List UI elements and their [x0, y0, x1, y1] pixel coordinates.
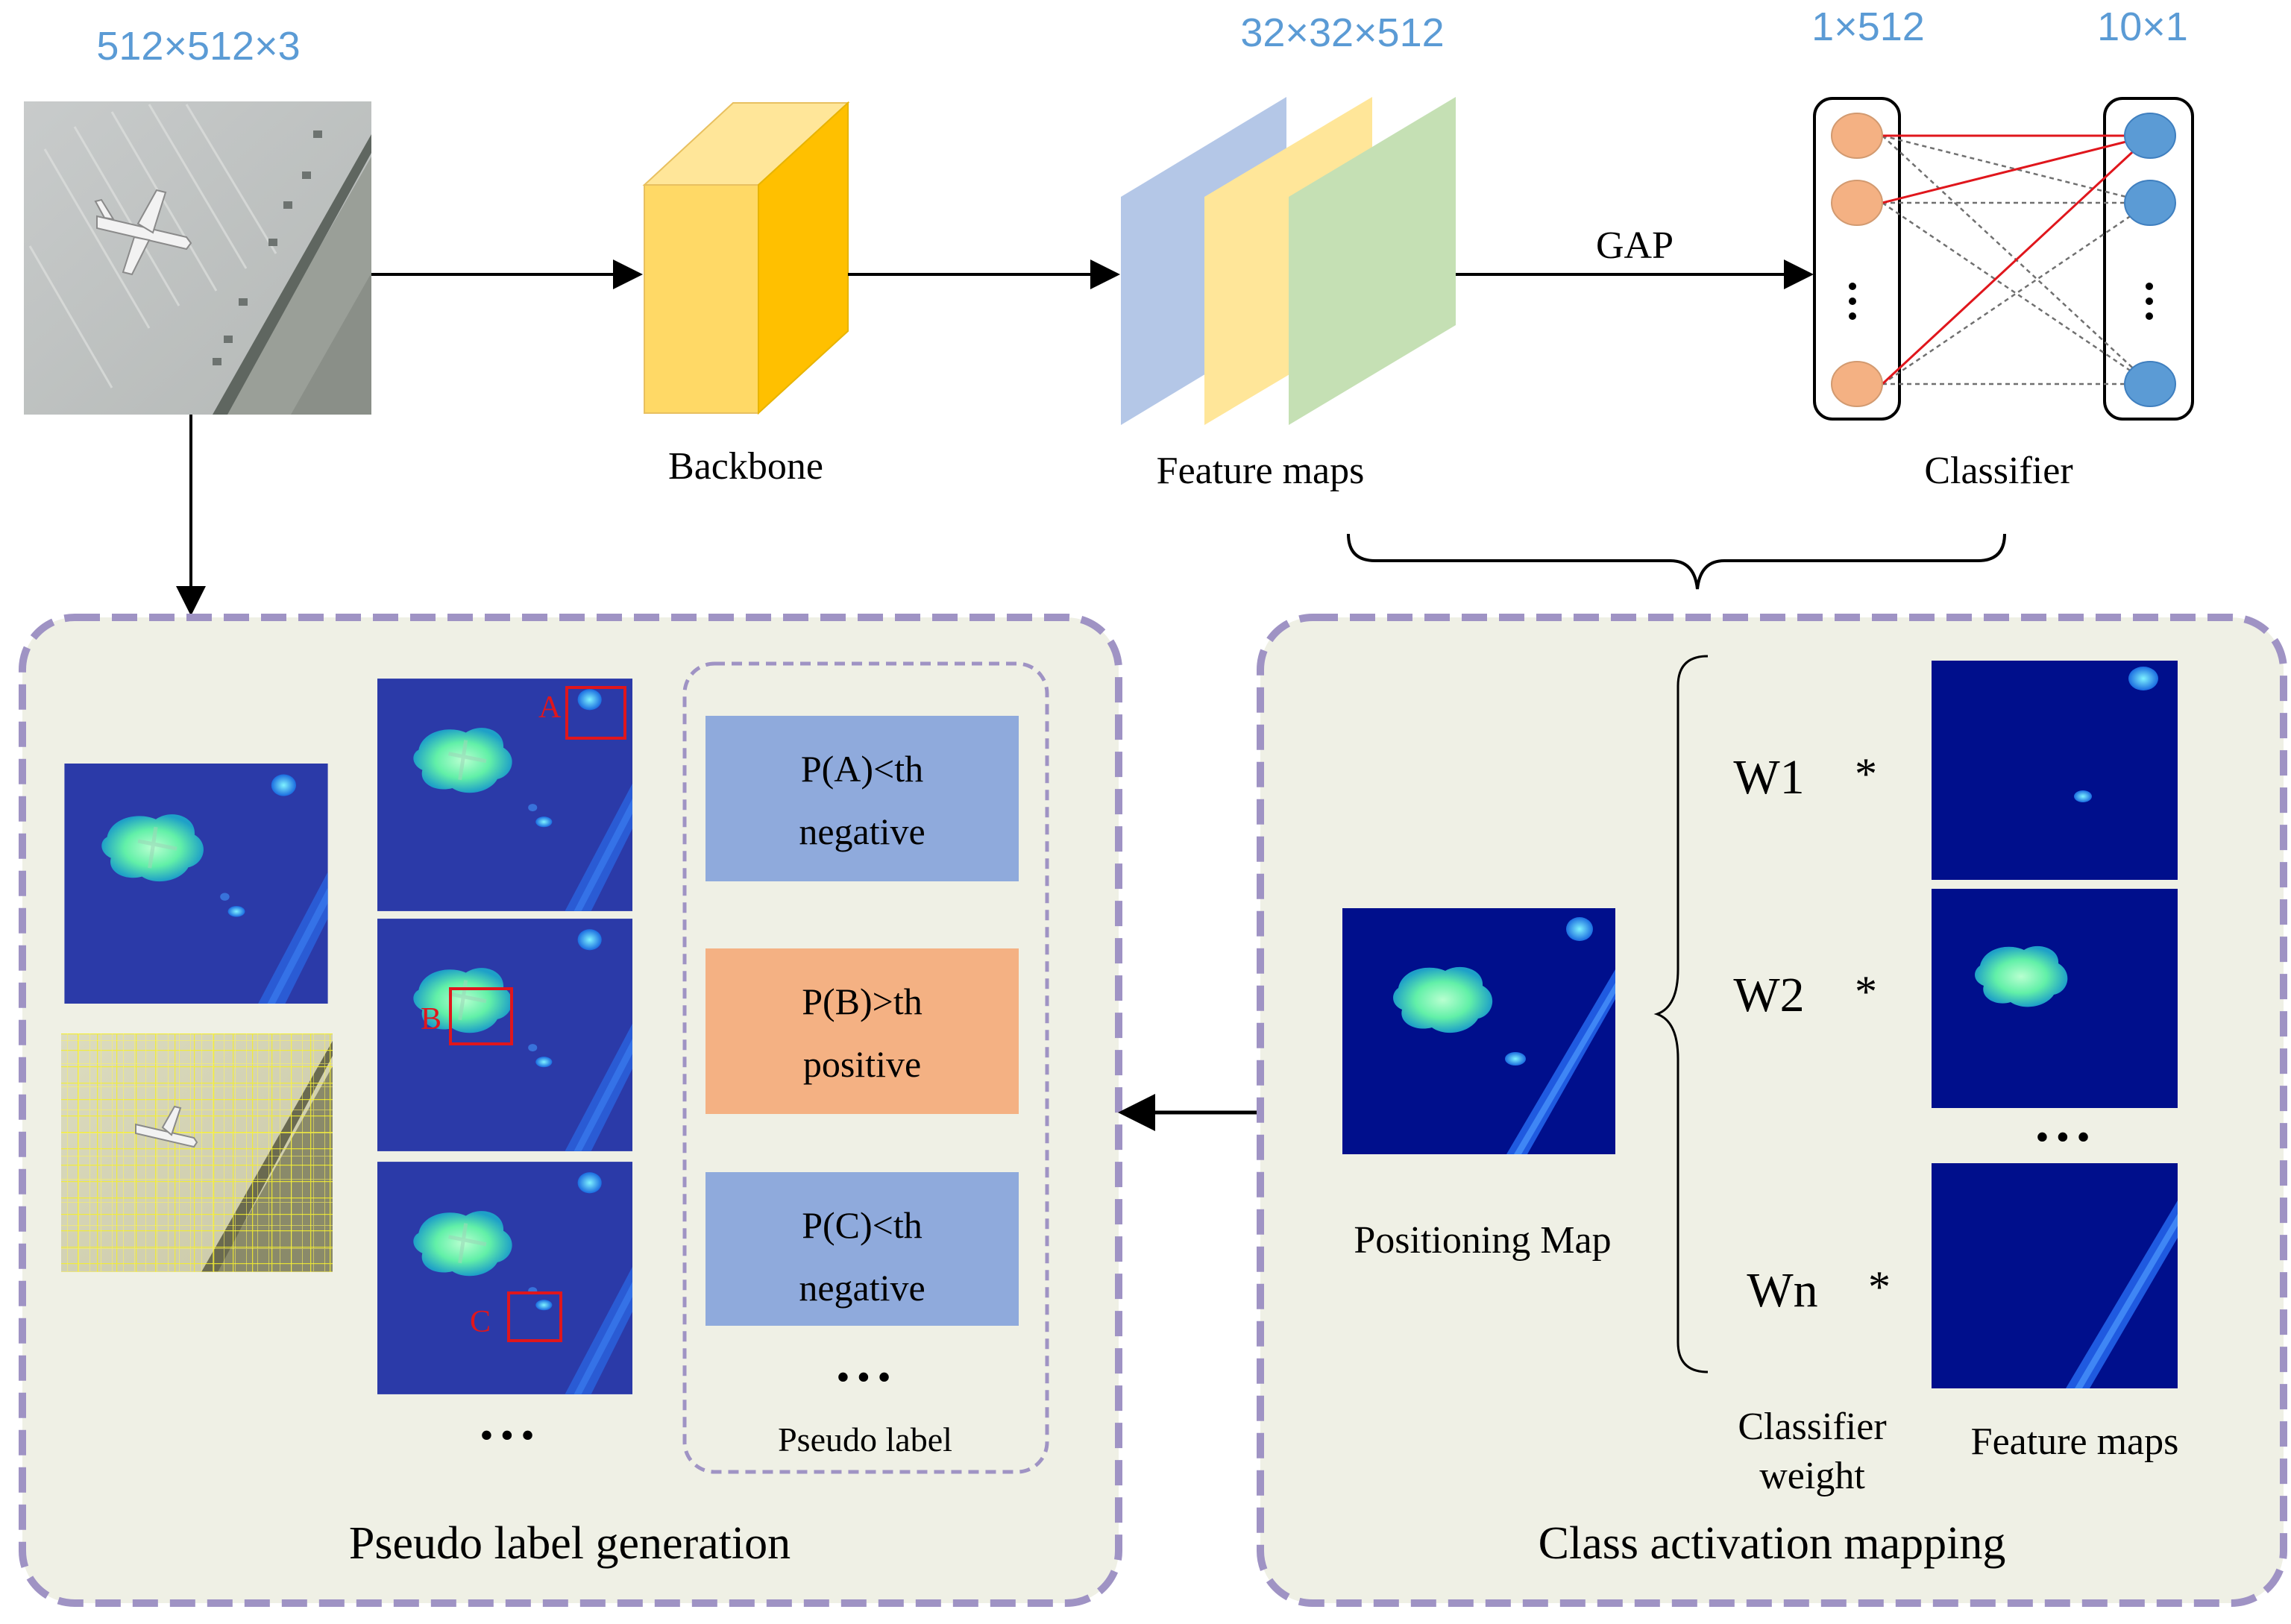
grouping-brace — [1347, 533, 2006, 590]
class-dimension-label: 10×1 — [2097, 4, 2188, 49]
box-c-label: C — [470, 1305, 491, 1339]
candidate-heatmap-b: B — [377, 919, 632, 1151]
positioning-map — [1342, 908, 1615, 1154]
class-node — [2124, 113, 2176, 159]
pseudo-panel-title: Pseudo label generation — [349, 1518, 791, 1569]
classifier-weight-label-line2: weight — [1759, 1455, 1865, 1497]
pseudo-label-condition: P(B)>th — [802, 981, 923, 1022]
weight-row: Wn * — [1747, 1262, 1891, 1318]
cam-feature-maps-label: Feature maps — [1971, 1420, 2179, 1463]
box-a — [565, 686, 626, 740]
weight-rows: W1 * W2 * Wn * — [1733, 749, 1891, 1318]
feature-map-2 — [1932, 889, 2178, 1108]
input-dimension-label: 512×512×3 — [96, 24, 300, 69]
class-node — [2124, 180, 2176, 226]
pseudo-label-class: negative — [799, 1267, 925, 1309]
gap-label: GAP — [1596, 224, 1674, 267]
classifier-network — [1813, 97, 2194, 421]
gap-node — [1831, 361, 1883, 407]
multiply-symbol: * — [1868, 1262, 1891, 1312]
input-aerial-image — [24, 101, 371, 415]
gap-node — [1831, 180, 1883, 226]
proposal-grid-image — [61, 1033, 333, 1272]
classifier-weight-symbol: W2 — [1733, 968, 1804, 1022]
gap-dimension-label: 1×512 — [1811, 4, 1925, 49]
vertical-ellipsis-icon — [1849, 283, 2153, 320]
pseudo-label-list: P(A)<thnegativeP(B)>thpositiveP(C)<thneg… — [705, 716, 1019, 1326]
pseudo-label-box-bg — [705, 948, 1019, 1114]
candidate-heatmap-a: A — [377, 679, 632, 911]
class-node — [2124, 361, 2176, 407]
pseudo-label-box-bg — [705, 1172, 1019, 1326]
classifier-weight-symbol: W1 — [1733, 750, 1804, 805]
pseudo-label-class: positive — [803, 1043, 921, 1085]
feature-maps-ellipsis: • • • — [2036, 1118, 2089, 1156]
classifier-weight-label-line1: Classifier — [1738, 1406, 1886, 1448]
pseudo-label-class: negative — [799, 811, 925, 852]
pseudo-label-box: P(C)<th negative — [705, 1172, 1019, 1326]
feature-map-1 — [1932, 661, 2178, 880]
classifier-label: Classifier — [1924, 450, 2072, 492]
pseudo-label-caption: Pseudo label — [778, 1420, 952, 1458]
feature-dimension-label: 32×32×512 — [1240, 10, 1444, 55]
output-vector-column — [2103, 97, 2194, 421]
multiply-symbol: * — [1855, 749, 1877, 799]
gap-vector-column — [1813, 97, 1901, 421]
positioning-map-label: Positioning Map — [1354, 1219, 1611, 1262]
airplane-icon — [135, 1123, 198, 1148]
multiply-symbol: * — [1855, 967, 1877, 1016]
feature-maps-stack — [1121, 97, 1456, 425]
cam-panel-title: Class activation mapping — [1539, 1518, 2006, 1569]
weight-row: W1 * — [1733, 749, 1877, 805]
box-a-label: A — [538, 690, 562, 725]
candidate-heatmap-c: C — [377, 1162, 632, 1394]
pseudo-label-condition: P(C)<th — [802, 1204, 923, 1246]
pseudo-label-box-bg — [705, 716, 1019, 881]
gap-node — [1831, 113, 1883, 159]
weight-row: W2 * — [1733, 967, 1877, 1022]
labels-ellipsis: • • • — [837, 1358, 890, 1396]
box-b-label: B — [421, 1002, 441, 1036]
input-heatmap — [64, 764, 327, 1004]
box-b — [449, 987, 513, 1045]
pseudo-label-condition: P(A)<th — [801, 748, 923, 790]
feature-maps-label: Feature maps — [1157, 450, 1365, 492]
candidates-ellipsis: • • • — [480, 1416, 533, 1454]
weights-brace — [1653, 655, 1709, 1373]
pseudo-label-box: P(B)>th positive — [705, 948, 1019, 1114]
pseudo-label-group — [682, 661, 1049, 1474]
backbone-label: Backbone — [668, 445, 823, 488]
backbone-block — [642, 101, 850, 415]
box-c — [507, 1291, 562, 1342]
classifier-weight-symbol: Wn — [1747, 1263, 1817, 1318]
pseudo-label-box: P(A)<th negative — [705, 716, 1019, 881]
airplane-icon — [94, 189, 192, 276]
feature-map-n — [1932, 1163, 2178, 1388]
